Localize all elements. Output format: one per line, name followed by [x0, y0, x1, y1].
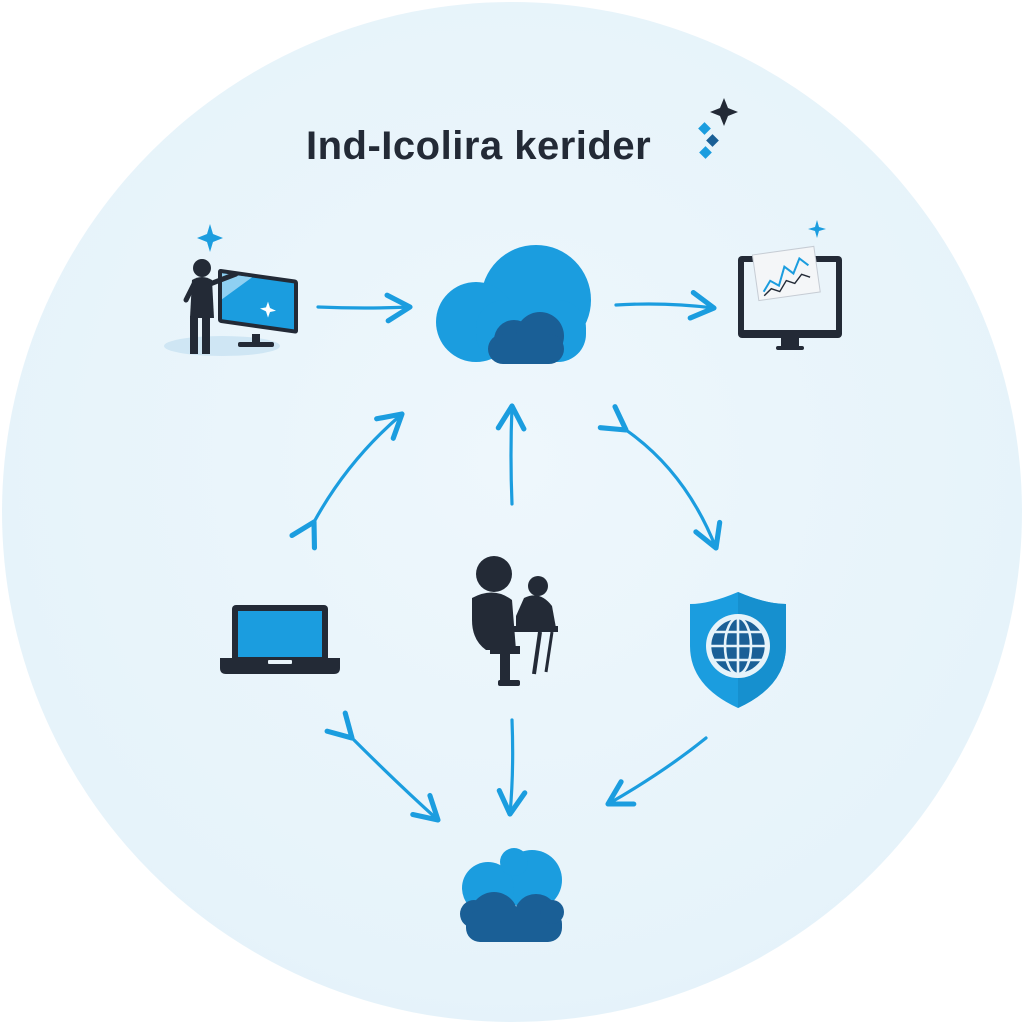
arrow-cloud-shield	[597, 404, 723, 551]
arrow-laptop-cloud-bottom	[324, 710, 441, 823]
arrow-laptop-cloud	[289, 411, 405, 551]
presenter-at-monitor-icon	[164, 224, 298, 356]
arrow-presenter-to-cloud	[316, 292, 413, 324]
shield-globe-icon	[690, 592, 786, 708]
arrow-person-to-cloud-bottom	[496, 718, 528, 817]
cloud-cluster-icon	[460, 848, 564, 942]
person-at-desk-icon	[472, 556, 558, 686]
diagram-title: Ind-Icolira kerider	[306, 124, 652, 168]
cloud-icon	[436, 245, 591, 364]
arrow-person-to-cloud	[495, 403, 527, 506]
connectors	[289, 290, 723, 823]
arrow-shield-to-cloud-bottom	[605, 736, 708, 807]
monitor-with-chart-icon	[738, 220, 842, 350]
arrow-cloud-to-monitor	[614, 290, 717, 321]
laptop-icon	[220, 605, 340, 674]
title-sparkle-icon	[698, 98, 738, 159]
